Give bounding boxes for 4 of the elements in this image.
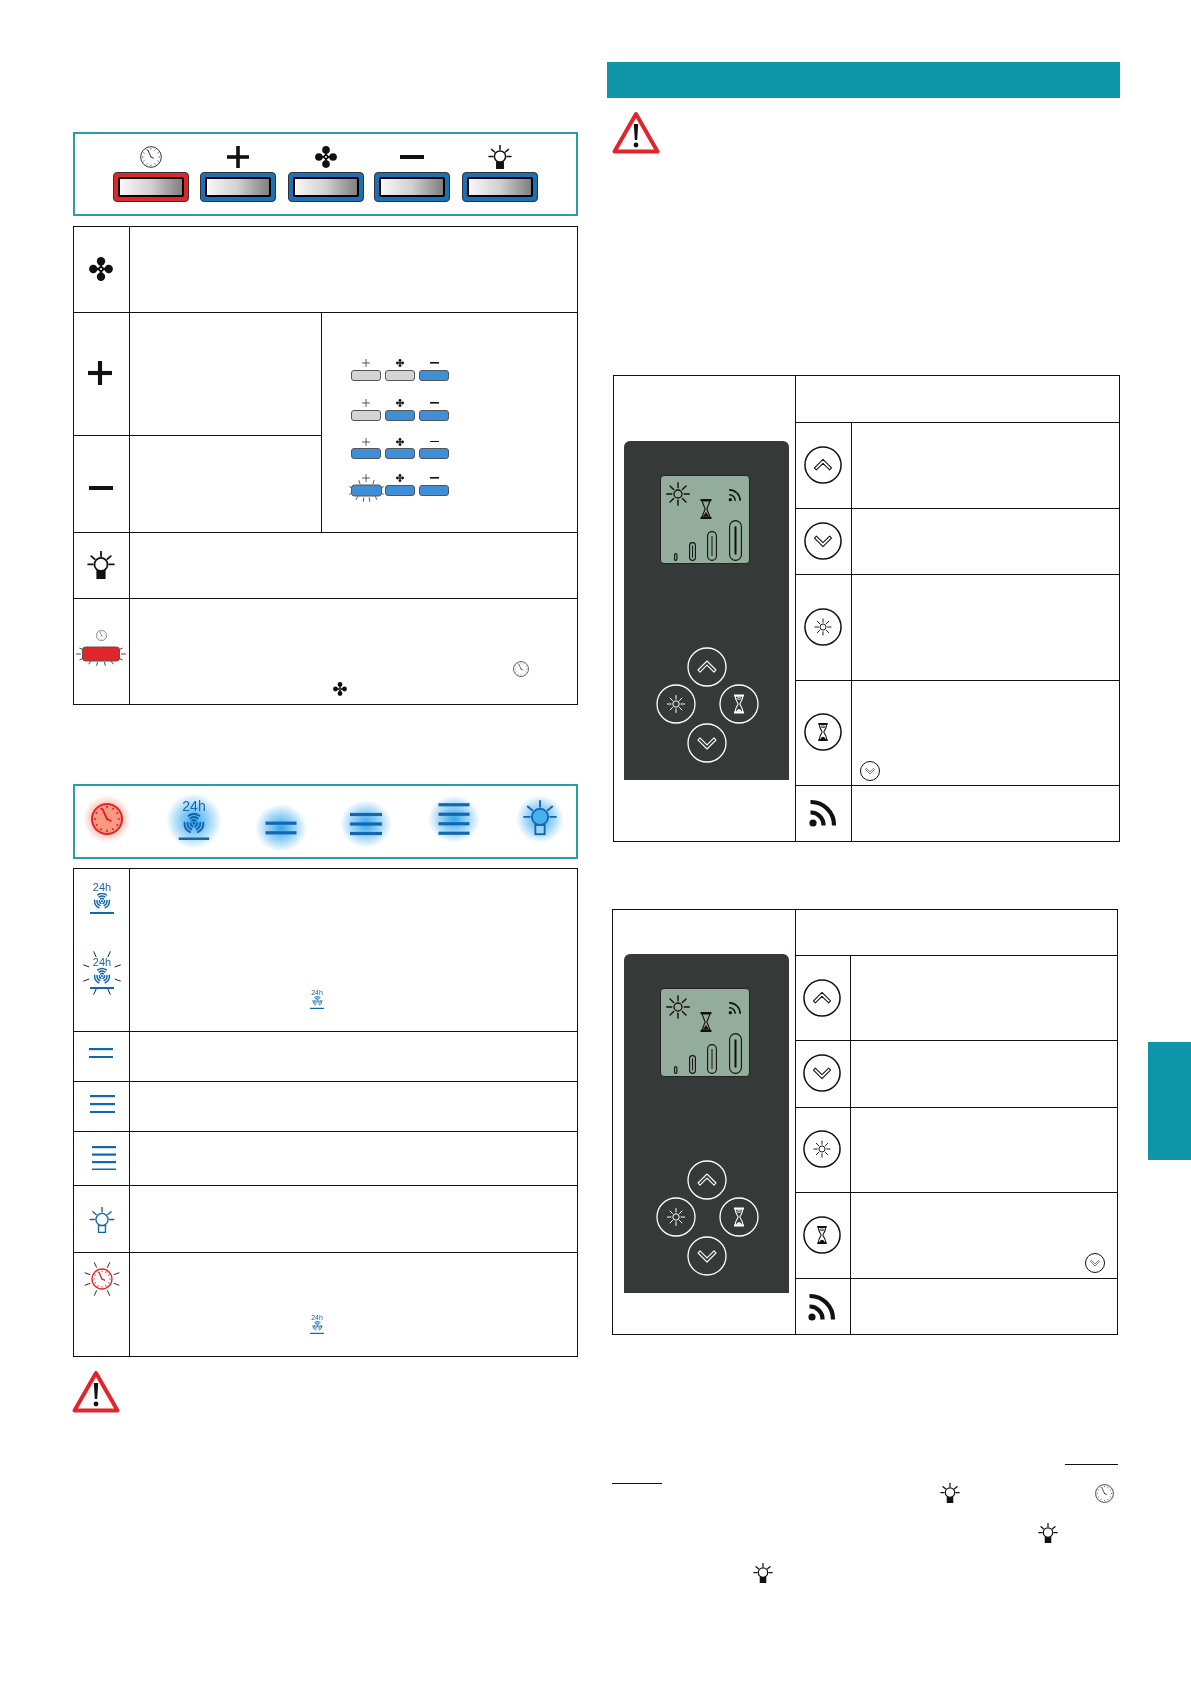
hours-label: 24h xyxy=(92,957,112,968)
side-tab xyxy=(1148,1042,1191,1160)
hours-label: 24h xyxy=(182,799,206,813)
hours-label: 24h xyxy=(92,882,112,893)
